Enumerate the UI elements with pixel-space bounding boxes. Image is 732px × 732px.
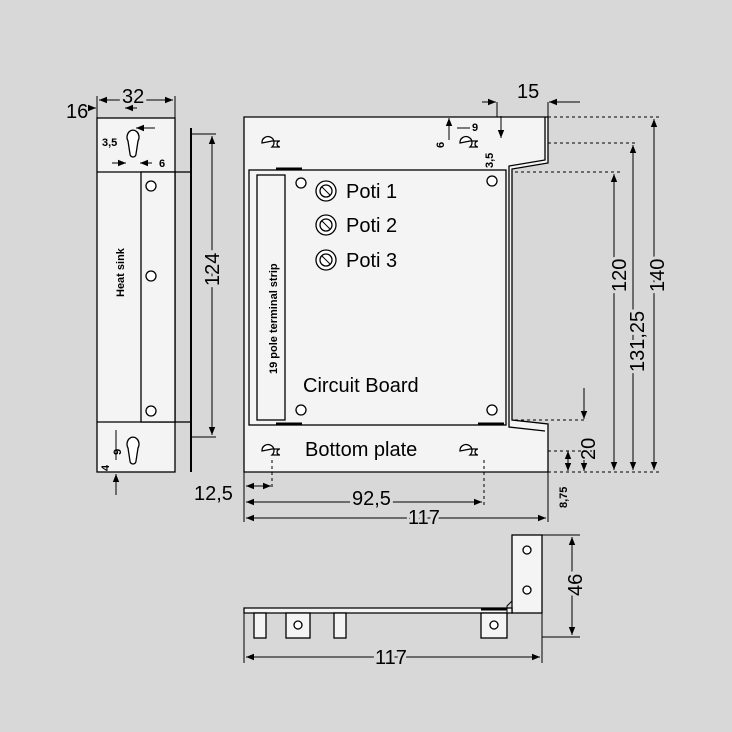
dim-8-75: 8,75 (558, 487, 570, 508)
dim-3-5-small: 3,5 (484, 153, 496, 168)
dim-46: 46 (565, 574, 587, 596)
keyhole-slot-bottom (126, 436, 140, 465)
bottom-view: 46 117 (243, 534, 590, 672)
dim-20: 20 (578, 438, 600, 460)
side-view: Heat sink 32 16 3,5 6 124 9 4 (66, 83, 227, 495)
screw (295, 177, 307, 189)
dim-12-5: 12,5 (194, 483, 233, 505)
dim-32: 32 (122, 86, 144, 108)
keyhole-slot-bottom-left (261, 443, 281, 456)
screw (145, 405, 157, 417)
bottom-view-plate (243, 607, 513, 614)
screw (145, 180, 157, 192)
poti-2[interactable]: Poti 2 (315, 214, 397, 237)
screw (486, 175, 498, 187)
poti-1[interactable]: Poti 1 (315, 180, 397, 203)
dim-140: 140 (647, 259, 669, 292)
poti-2-label: Poti 2 (346, 215, 397, 237)
poti-3-label: Poti 3 (346, 250, 397, 272)
front-view: 19 pole terminal strip Poti 1 Poti 2 P (194, 81, 672, 532)
dim-3-5: 3,5 (102, 137, 117, 149)
dim-4: 4 (100, 464, 112, 471)
dim-117-bottom: 117 (375, 647, 407, 669)
dim-16: 16 (66, 101, 88, 123)
heat-sink-label: Heat sink (115, 247, 127, 297)
dim-15: 15 (517, 81, 539, 103)
screw (295, 404, 307, 416)
screw (486, 404, 498, 416)
dim-124: 124 (202, 253, 224, 286)
dim-131-25: 131,25 (627, 311, 649, 372)
dim-6: 6 (159, 158, 165, 170)
dim-117: 117 (408, 507, 440, 529)
keyhole-slot-top-left (261, 135, 281, 148)
terminal-strip (256, 174, 286, 421)
screw (145, 270, 157, 282)
bottom-plate-label: Bottom plate (305, 439, 417, 461)
dim-120: 120 (609, 259, 631, 292)
keyhole-slot-bottom-right (459, 443, 479, 456)
keyhole-slot-top-right (459, 135, 479, 148)
poti-1-label: Poti 1 (346, 181, 397, 203)
dim-9: 9 (112, 449, 124, 455)
dim-9-small: 9 (472, 122, 478, 134)
circuit-board-label: Circuit Board (303, 375, 419, 397)
poti-3[interactable]: Poti 3 (315, 249, 397, 272)
keyhole-slot-top (126, 129, 140, 158)
dim-6-small: 6 (435, 142, 447, 148)
terminal-strip-label: 19 pole terminal strip (268, 263, 280, 374)
dim-92-5: 92,5 (352, 488, 391, 510)
circuit-board (248, 169, 507, 426)
heat-sink-body (140, 171, 176, 423)
